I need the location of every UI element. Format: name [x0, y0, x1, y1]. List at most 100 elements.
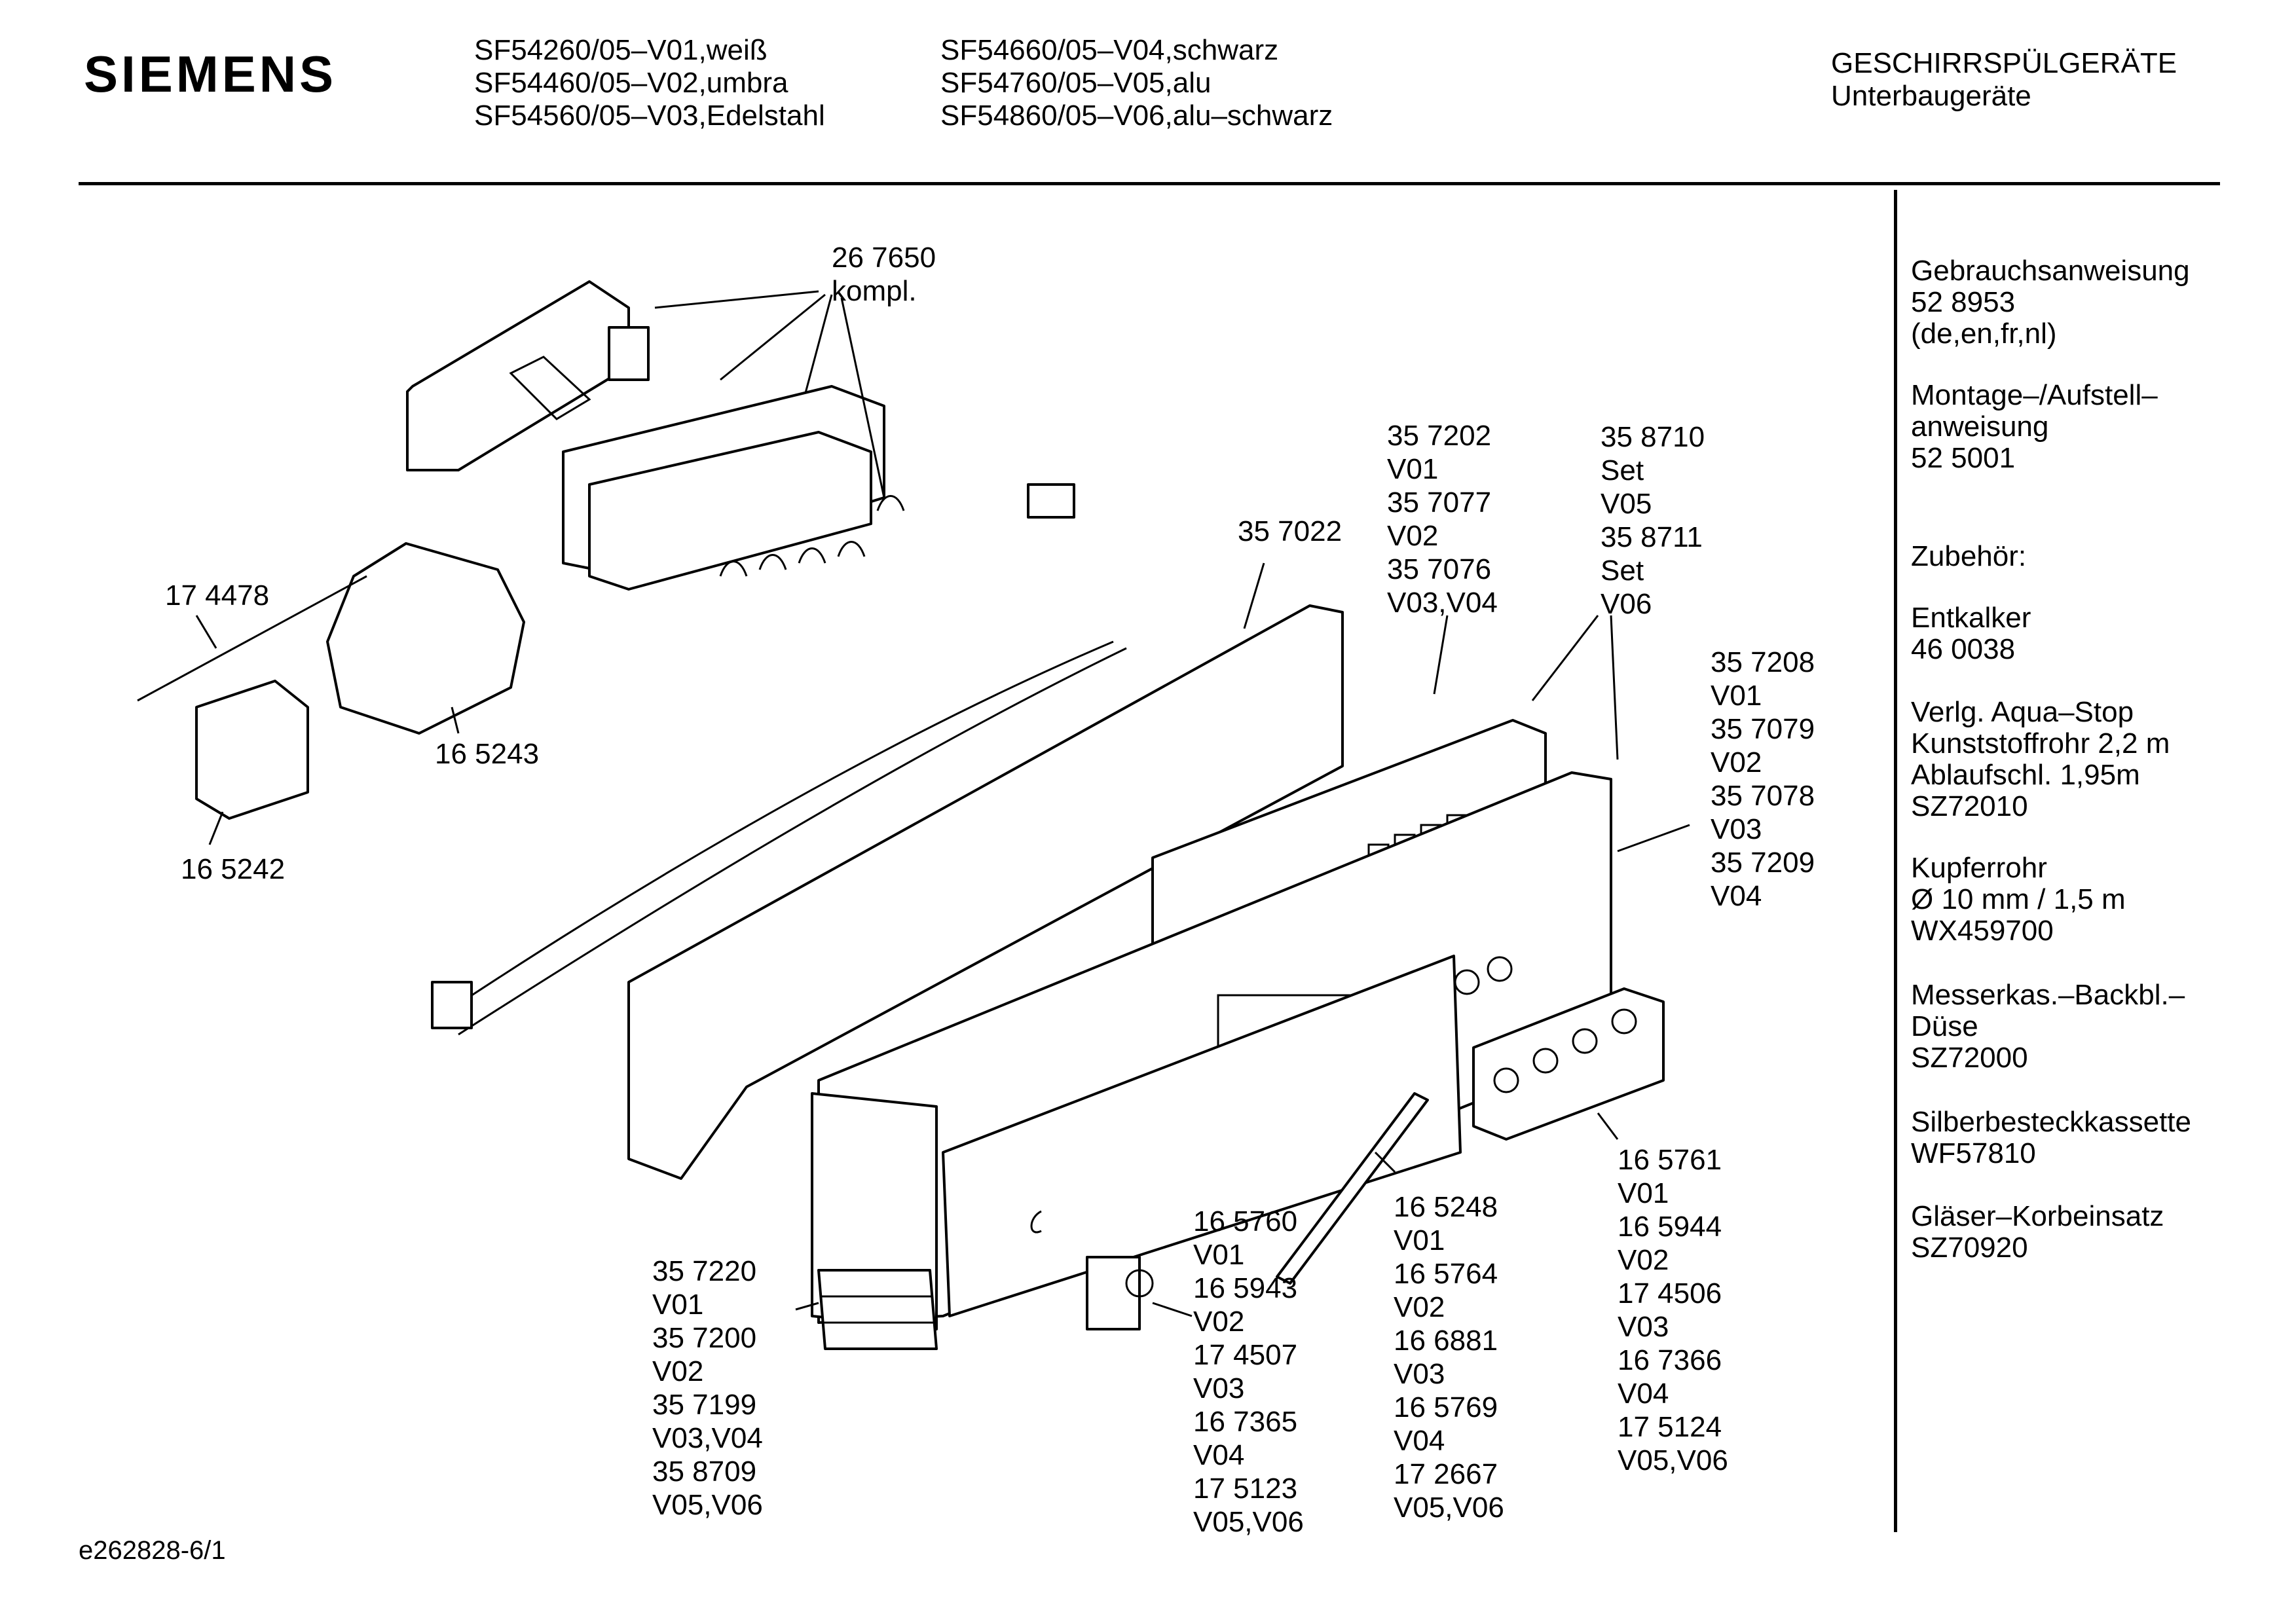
- part-label-174478: 17 4478: [165, 579, 269, 612]
- part-number: 35 8709: [652, 1456, 757, 1488]
- part-note: kompl.: [832, 275, 917, 307]
- category-subtitle: Unterbaugeräte: [1831, 80, 2031, 112]
- part-label-165761: 16 5761 V01 16 5944 V02 17 4506 V03 16 7…: [1618, 1143, 1728, 1477]
- aquastop-block: Verlg. Aqua–Stop Kunststoffrohr 2,2 m Ab…: [1911, 697, 2170, 822]
- part-number: 16 7366: [1618, 1344, 1722, 1376]
- model-v05: SF54760/05–V05,alu: [940, 67, 1212, 99]
- part-number: 35 7200: [652, 1322, 757, 1354]
- nozzle-title-2: Düse: [1911, 1010, 1978, 1042]
- copper-detail: Ø 10 mm / 1,5 m: [1911, 883, 2126, 915]
- part-variant: V02: [652, 1355, 704, 1387]
- nozzle-number: SZ72000: [1911, 1042, 2028, 1074]
- part-number: 35 7199: [652, 1389, 757, 1421]
- manual-number: 52 8953: [1911, 286, 2016, 318]
- model-v06: SF54860/05–V06,alu–schwarz: [940, 100, 1333, 132]
- mounting-title: Montage–/Aufstell–: [1911, 379, 2158, 411]
- part-number: 16 5943: [1193, 1272, 1298, 1304]
- part-variant: V05,V06: [1394, 1492, 1504, 1524]
- model-list-1: SF54260/05–V01,weiß SF54460/05–V02,umbra…: [474, 34, 825, 132]
- model-v04: SF54660/05–V04,schwarz: [940, 34, 1279, 66]
- part-number: 17 5124: [1618, 1411, 1722, 1443]
- cutlery-block: Silberbesteckkassette WF57810: [1911, 1107, 2191, 1169]
- panel-frame-drawing: [431, 483, 1344, 1180]
- part-label-357202: 35 7202 V01 35 7077 V02 35 7076 V03,V04: [1387, 419, 1498, 619]
- aquastop-detail: Kunststoffrohr 2,2 m: [1911, 727, 2170, 760]
- part-variant: V04: [1394, 1425, 1445, 1457]
- knob-drawing: [1086, 1256, 1154, 1330]
- cover-strip-drawing: [1276, 1092, 1429, 1285]
- part-variant: V03,V04: [652, 1422, 763, 1454]
- part-variant: V03: [1618, 1311, 1669, 1343]
- part-variant: V01: [1618, 1177, 1669, 1209]
- part-variant: V04: [1618, 1378, 1669, 1410]
- part-number: 16 5764: [1394, 1258, 1498, 1290]
- part-number: 16 6881: [1394, 1325, 1498, 1357]
- accessories-title: Zubehör:: [1911, 540, 2027, 572]
- nozzle-block: Messerkas.–Backbl.– Düse SZ72000: [1911, 980, 2185, 1074]
- part-label-165248: 16 5248 V01 16 5764 V02 16 6881 V03 16 5…: [1394, 1190, 1504, 1524]
- glass-number: SZ70920: [1911, 1232, 2028, 1264]
- part-number: 16 5243: [435, 738, 540, 770]
- part-number: 16 5761: [1618, 1144, 1722, 1176]
- aquastop-detail-2: Ablaufschl. 1,95m: [1911, 759, 2140, 791]
- descaler-title: Entkalker: [1911, 602, 2031, 634]
- copper-number: WX459700: [1911, 915, 2054, 947]
- part-number: 35 7022: [1238, 515, 1342, 547]
- part-variant: V01: [652, 1289, 704, 1321]
- part-variant: V02: [1387, 520, 1439, 552]
- part-number: 16 5242: [181, 853, 286, 885]
- part-label-357208: 35 7208 V01 35 7079 V02 35 7078 V03 35 7…: [1711, 646, 1815, 913]
- part-variant: V03: [1711, 813, 1762, 845]
- front-cover-drawing: [942, 955, 1462, 1317]
- part-number: 17 4507: [1193, 1339, 1298, 1371]
- copper-title: Kupferrohr: [1911, 852, 2047, 884]
- part-variant: V01: [1711, 680, 1762, 712]
- part-variant: V01: [1387, 453, 1439, 485]
- copper-block: Kupferrohr Ø 10 mm / 1,5 m WX459700: [1911, 852, 2126, 947]
- model-v02: SF54460/05–V02,umbra: [474, 67, 788, 99]
- part-number: 35 7209: [1711, 847, 1815, 879]
- aquastop-number: SZ72010: [1911, 790, 2028, 822]
- part-number: 35 7202: [1387, 420, 1492, 452]
- part-number: 16 7365: [1193, 1406, 1298, 1438]
- part-number: 35 8710: [1601, 421, 1705, 453]
- part-label-358710: 35 8710 Set V05 35 8711 Set V06: [1601, 420, 1705, 621]
- part-variant: V05,V06: [1193, 1506, 1304, 1538]
- part-number: 35 7078: [1711, 780, 1815, 812]
- model-v03: SF54560/05–V03,Edelstahl: [474, 100, 825, 132]
- model-v01: SF54260/05–V01,weiß: [474, 34, 768, 66]
- door-lock-drawing: [137, 542, 525, 820]
- part-variant: V02: [1394, 1291, 1445, 1323]
- brand-logo: SIEMENS: [84, 45, 337, 103]
- part-label-357022: 35 7022: [1238, 515, 1342, 548]
- part-variant: V04: [1711, 880, 1762, 912]
- model-list-2: SF54660/05–V04,schwarz SF54760/05–V05,al…: [940, 34, 1333, 132]
- category-title: GESCHIRRSPÜLGERÄTE: [1831, 47, 2177, 79]
- manual-languages: (de,en,fr,nl): [1911, 318, 2057, 350]
- descaler-number: 46 0038: [1911, 633, 2016, 665]
- part-number: 17 4478: [165, 579, 270, 612]
- part-number: 16 5760: [1193, 1205, 1298, 1237]
- part-number: 35 8711: [1601, 521, 1703, 553]
- leader-lines: [195, 290, 1690, 1317]
- part-variant: V02: [1618, 1244, 1669, 1276]
- part-number: 17 5123: [1193, 1473, 1298, 1505]
- part-number: 17 2667: [1394, 1458, 1498, 1490]
- part-number: 16 5769: [1394, 1391, 1498, 1423]
- part-number: 35 7079: [1711, 713, 1815, 745]
- part-variant: V06: [1601, 588, 1652, 620]
- part-number: 17 4506: [1618, 1277, 1722, 1310]
- part-note: Set: [1601, 555, 1644, 587]
- control-module-drawing: [406, 280, 905, 591]
- part-label-357220: 35 7220 V01 35 7200 V02 35 7199 V03,V04 …: [652, 1255, 763, 1522]
- part-variant: V03: [1394, 1358, 1445, 1390]
- part-number: 35 7208: [1711, 646, 1815, 678]
- trim-stack-drawing: [817, 1269, 938, 1350]
- part-number: 16 5248: [1394, 1191, 1498, 1223]
- cutlery-number: WF57810: [1911, 1137, 2036, 1169]
- part-variant: V01: [1394, 1224, 1445, 1256]
- part-note: Set: [1601, 454, 1644, 486]
- part-label-267650: 26 7650 kompl.: [832, 241, 936, 308]
- part-variant: V02: [1711, 746, 1762, 779]
